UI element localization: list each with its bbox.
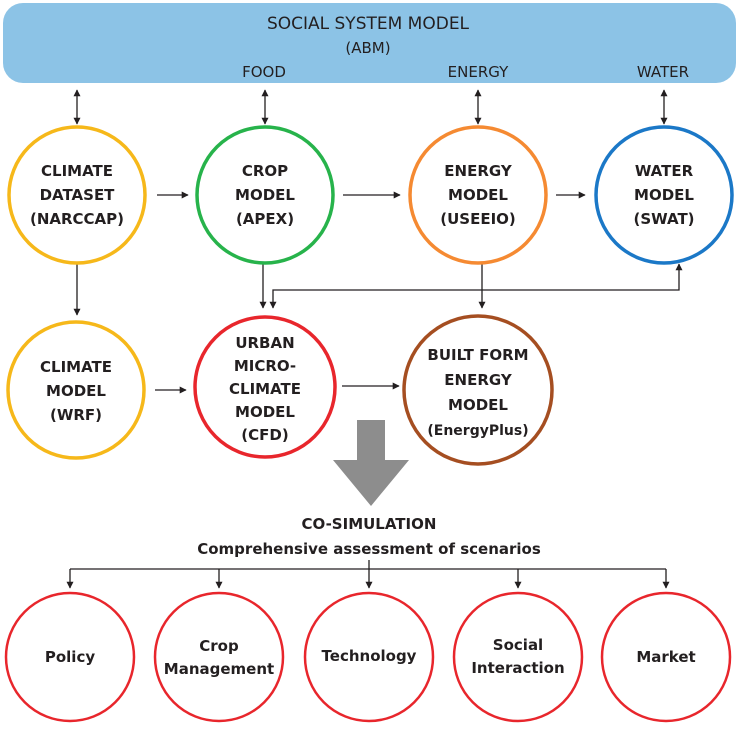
crop-model-line-2: MODEL	[235, 186, 295, 204]
energy-model-circle	[408, 125, 548, 265]
scenario-crop-management-line-2: Management	[164, 660, 274, 678]
scenario-social-interaction-line-2: Interaction	[471, 659, 564, 677]
energy-model-line-3: (USEEIO)	[440, 210, 516, 228]
water-model-line-3: (SWAT)	[633, 210, 694, 228]
water-model-line-2: MODEL	[634, 186, 694, 204]
scenario-social-interaction: Social Interaction	[452, 591, 584, 723]
built-form-line-1: BUILT FORM	[427, 346, 528, 364]
crop-model-line-3: (APEX)	[236, 210, 294, 228]
crop-model-line-1: CROP	[242, 162, 288, 180]
scenario-circle	[600, 591, 732, 723]
energy-label: ENERGY	[448, 63, 509, 81]
climate-dataset-line-1: CLIMATE	[41, 162, 113, 180]
climate-dataset-node: CLIMATE DATASET (NARCCAP)	[7, 125, 147, 265]
climate-model-circle	[6, 320, 146, 460]
social-system-title: SOCIAL SYSTEM MODEL	[267, 14, 470, 34]
climate-dataset-line-3: (NARCCAP)	[30, 210, 124, 228]
food-label: FOOD	[242, 63, 286, 81]
scenario-crop-management: Crop Management	[153, 591, 285, 723]
scenario-technology: Technology	[303, 591, 435, 723]
urban-microclimate-model-node: URBAN MICRO- CLIMATE MODEL (CFD)	[193, 315, 337, 459]
climate-dataset-line-2: DATASET	[40, 186, 116, 204]
cosimulation-title: CO-SIMULATION	[302, 515, 437, 533]
built-form-energy-model-node: BUILT FORM ENERGY MODEL (EnergyPlus)	[402, 314, 554, 466]
crop-model-node: CROP MODEL (APEX)	[195, 125, 335, 265]
scenario-crop-management-line-1: Crop	[199, 637, 239, 655]
climate-dataset-circle	[7, 125, 147, 265]
cosimulation-down-arrow-icon	[333, 420, 409, 506]
climate-model-line-2: MODEL	[46, 382, 106, 400]
climate-model-node: CLIMATE MODEL (WRF)	[6, 320, 146, 460]
scenario-market: Market	[600, 591, 732, 723]
climate-model-line-3: (WRF)	[50, 406, 102, 424]
energy-model-node: ENERGY MODEL (USEEIO)	[408, 125, 548, 265]
built-form-energy-circle	[402, 314, 554, 466]
scenario-market-label: Market	[636, 648, 695, 666]
social-system-model-bar: SOCIAL SYSTEM MODEL (ABM) FOOD ENERGY WA…	[3, 3, 736, 83]
urban-microclimate-line-2: MICRO-	[234, 357, 296, 375]
urban-microclimate-line-1: URBAN	[235, 334, 294, 352]
built-form-line-3: MODEL	[448, 396, 508, 414]
scenario-circle	[4, 591, 136, 723]
scenario-social-interaction-line-1: Social	[493, 636, 543, 654]
cosimulation-subtitle: Comprehensive assessment of scenarios	[197, 540, 541, 558]
social-system-subtitle: (ABM)	[345, 39, 390, 57]
water-model-node: WATER MODEL (SWAT)	[594, 125, 734, 265]
urban-water-link-arrow	[269, 263, 683, 309]
urban-microclimate-line-3: CLIMATE	[229, 380, 301, 398]
social-system-bar-background	[3, 3, 736, 83]
water-model-line-1: WATER	[635, 162, 694, 180]
urban-microclimate-line-5: (CFD)	[241, 426, 288, 444]
water-model-circle	[594, 125, 734, 265]
climate-model-line-1: CLIMATE	[40, 358, 112, 376]
built-form-line-2: ENERGY	[444, 371, 513, 389]
scenario-policy-label: Policy	[45, 648, 95, 666]
urban-microclimate-circle	[193, 315, 337, 459]
urban-microclimate-line-4: MODEL	[235, 403, 295, 421]
crop-model-circle	[195, 125, 335, 265]
energy-model-line-2: MODEL	[448, 186, 508, 204]
scenario-circle	[303, 591, 435, 723]
built-form-line-4: (EnergyPlus)	[427, 423, 528, 439]
water-label: WATER	[637, 63, 689, 81]
scenario-circle	[153, 591, 285, 723]
scenario-technology-label: Technology	[322, 647, 417, 665]
energy-model-line-1: ENERGY	[444, 162, 513, 180]
scenario-policy: Policy	[4, 591, 136, 723]
scenario-circle	[452, 591, 584, 723]
